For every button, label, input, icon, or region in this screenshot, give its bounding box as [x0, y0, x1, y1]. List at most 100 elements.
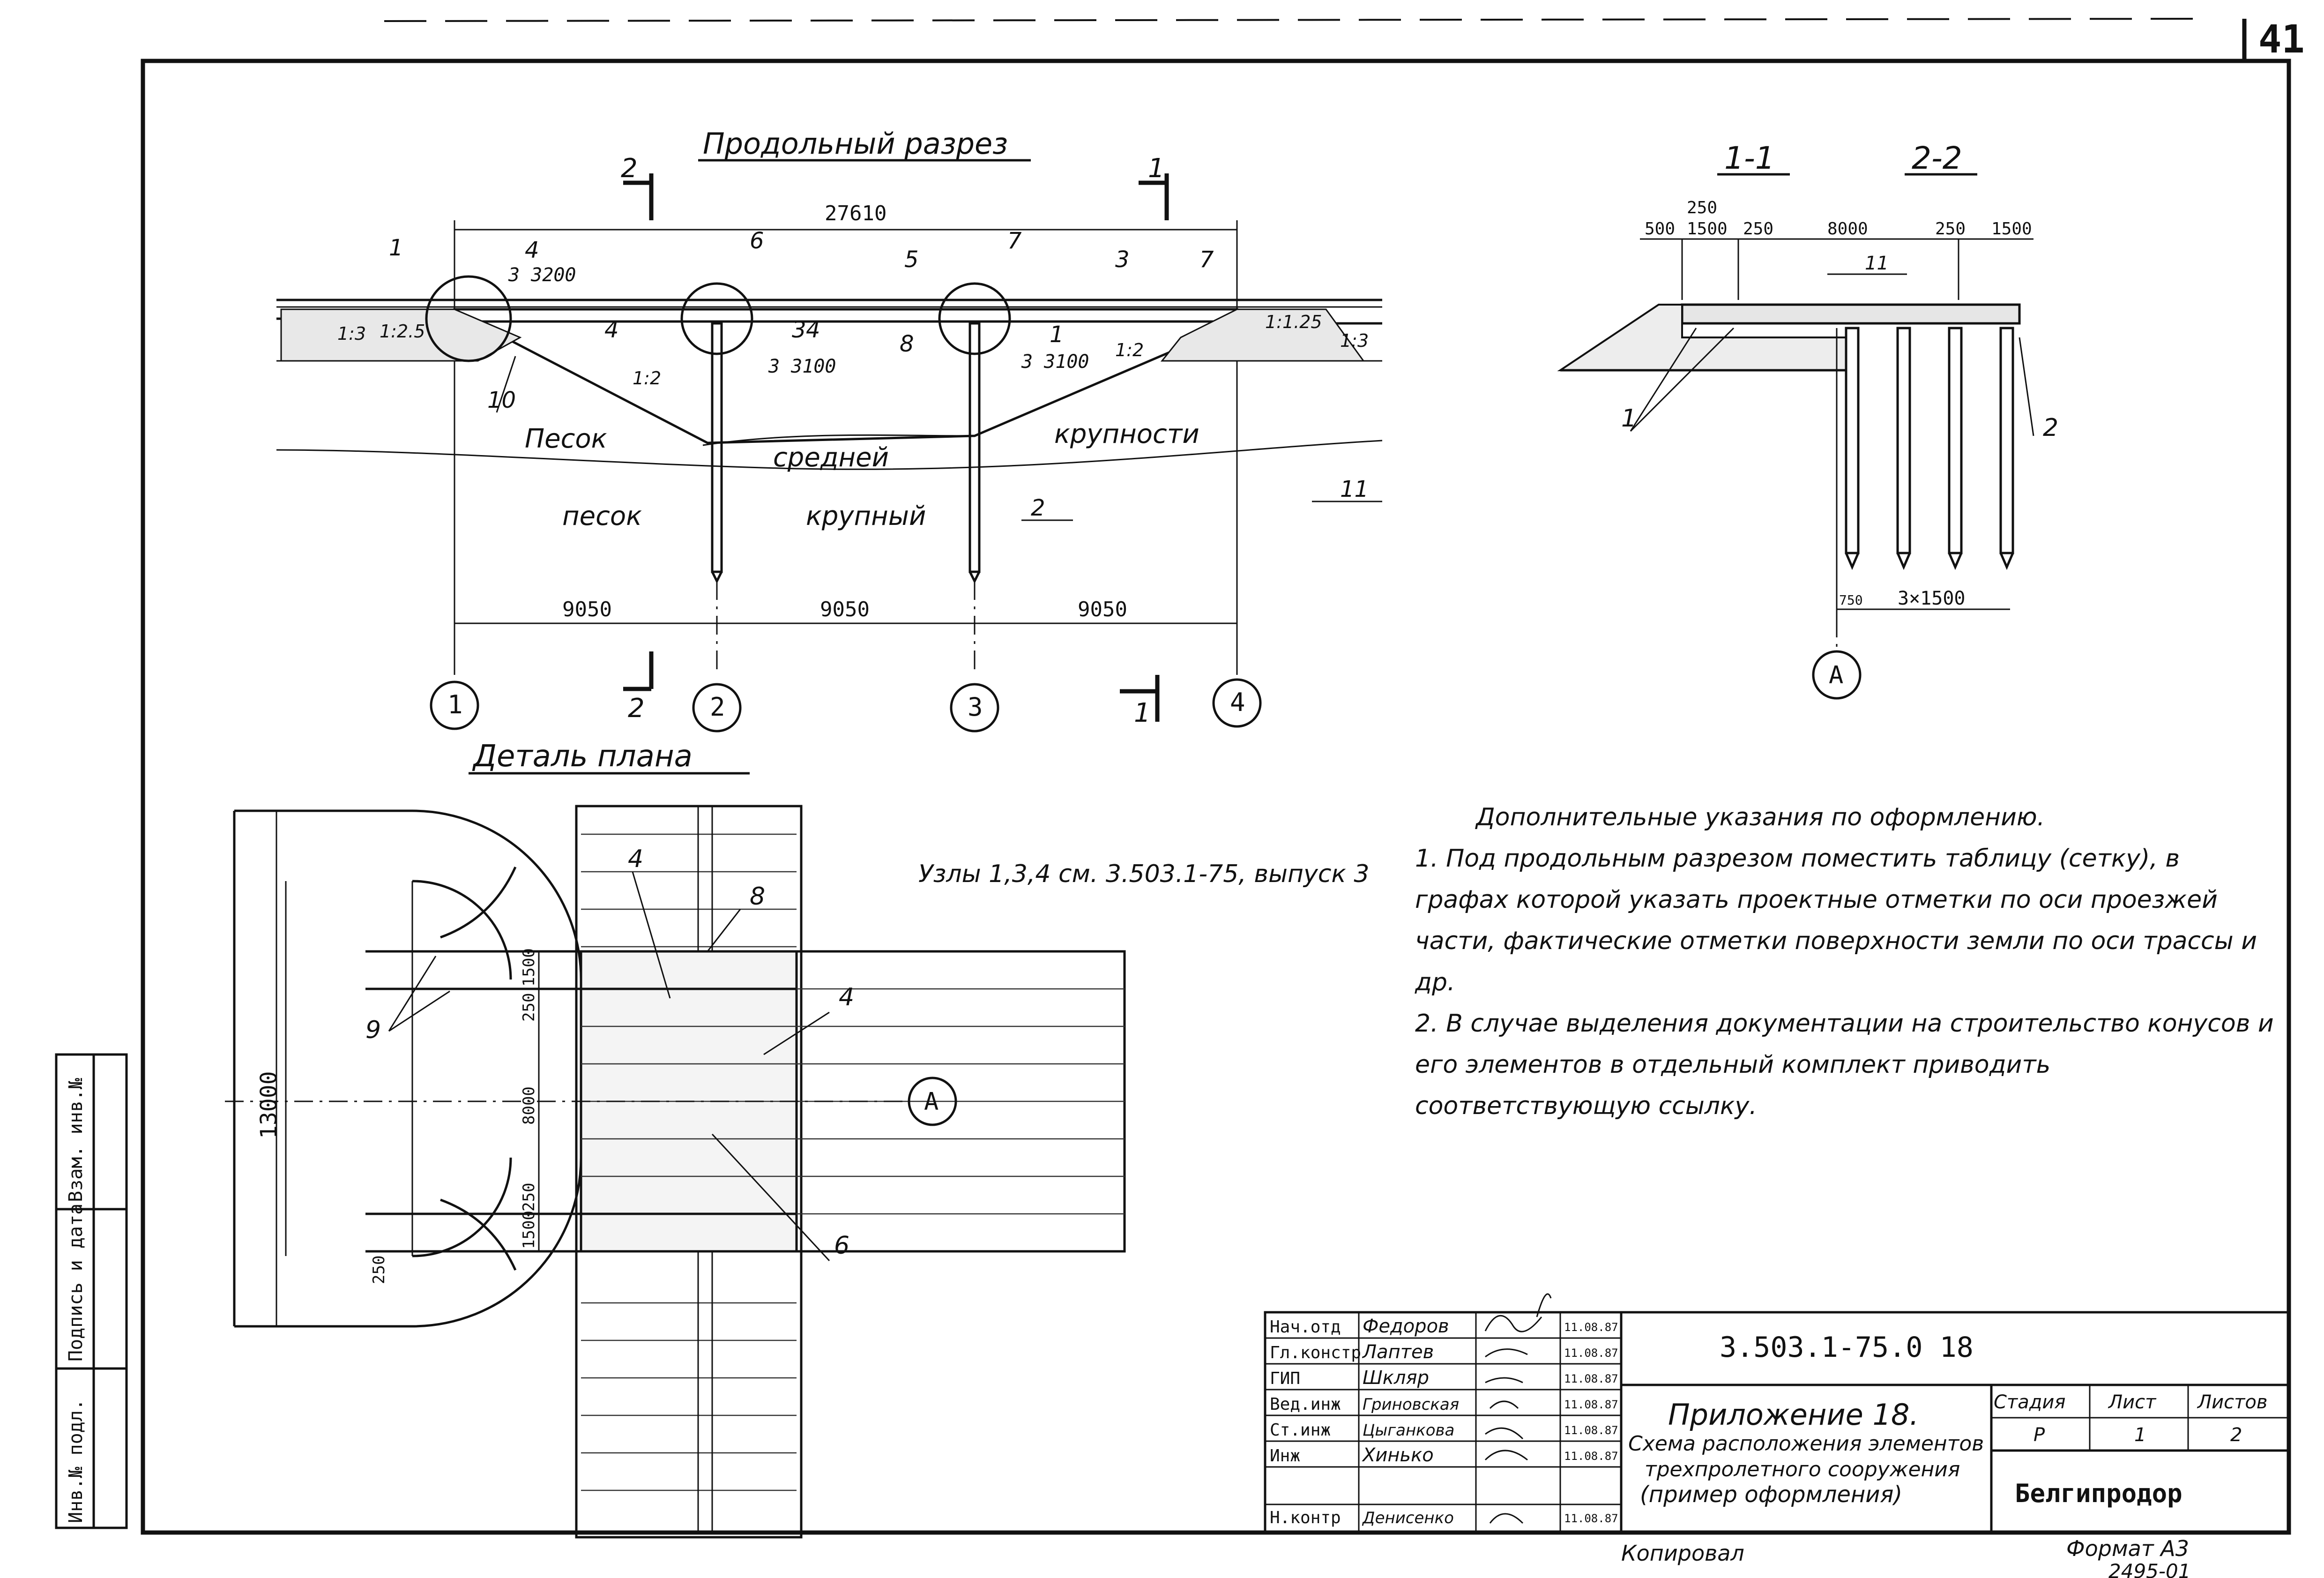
xs-dim-250-top: 250	[1687, 198, 1717, 217]
title-line-0: Приложение 18.	[1668, 1398, 1919, 1432]
plan-dim-8000: 8000	[520, 1086, 538, 1125]
section-1-title: 1-1	[1724, 140, 1775, 176]
plan-dim-250-top: 250	[520, 993, 538, 1022]
xs-piles	[1845, 327, 2014, 570]
callout-4-deck-mid: 4	[806, 317, 820, 343]
axis-bubbles: 1 2 3 4	[430, 678, 1262, 733]
total-span: 27610	[825, 202, 886, 225]
xs-dim-8000: 8000	[1827, 219, 1868, 239]
xs-dim-1500-right: 1500	[1991, 219, 2032, 239]
cut-mark-1-top: 1	[1148, 153, 1165, 184]
slope-1: 1:3	[337, 323, 366, 344]
callout-4-deck-left: 4	[604, 317, 619, 343]
name-5: Хинько	[1362, 1444, 1434, 1466]
callout-4-ref: 4	[525, 237, 539, 263]
title-block: Нач.отд Гл.констр ГИП Вед.инж Ст.инж Инж…	[1264, 1293, 2290, 1534]
sheet-number: 41	[2258, 17, 2305, 62]
axis-2: 2	[710, 692, 725, 722]
stage-header: Стадия	[1994, 1391, 2065, 1413]
plan-dim-1500-top: 1500	[520, 948, 538, 987]
name-0: Федоров	[1363, 1316, 1449, 1337]
node-ref-3100-b: 3 3100	[1021, 351, 1089, 373]
axis-4: 4	[1230, 688, 1245, 717]
plan-callout-6: 6	[834, 1232, 849, 1260]
doc-code: 3.503.1-75.0 18	[1720, 1331, 1974, 1364]
callout-7-mid: 7	[1007, 228, 1022, 254]
axis-1: 1	[447, 690, 463, 719]
title-line-1: Схема расположения элементов	[1628, 1432, 1984, 1456]
node-circle-2	[680, 282, 753, 355]
soil-lower-mid: крупный	[806, 501, 926, 531]
axis-3: 3	[968, 692, 983, 722]
slope-5: 1:1.25	[1265, 312, 1322, 332]
left-strip: Инв.№ подл. Подпись и дата Взам. инв.№	[55, 1053, 128, 1529]
xs-dim-250-a: 250	[1743, 219, 1773, 239]
plan-dim-250-bottom: 250	[520, 1183, 538, 1212]
callout-6: 6	[750, 228, 764, 254]
soil-upper-left: Песок	[525, 424, 607, 454]
name-6: Денисенко	[1362, 1509, 1454, 1527]
callout-8: 8	[900, 331, 914, 357]
span-2: 9050	[820, 598, 870, 621]
span-3: 9050	[1078, 598, 1127, 621]
xs-callout-1: 1	[1621, 404, 1637, 433]
role-2: ГИП	[1270, 1369, 1300, 1388]
plan-detail-title: Деталь плана	[472, 739, 693, 774]
slope-6: 1:3	[1340, 330, 1369, 351]
xs-dim-1500-left: 1500	[1687, 219, 1728, 239]
callout-3-right: 3	[1115, 247, 1130, 273]
cut-mark-2-bottom: 2	[628, 693, 645, 724]
soil-upper-right: крупности	[1054, 419, 1199, 449]
notes-block: Дополнительные указания по оформлению. 1…	[1415, 797, 2277, 1127]
footer-format: Формат А3	[2066, 1536, 2189, 1561]
date-2: 11.08.87	[1564, 1372, 1618, 1385]
callout-5: 5	[904, 247, 919, 273]
stage-value: Р	[2034, 1424, 2045, 1446]
node-circle-3	[938, 282, 1011, 355]
callout-10: 10	[487, 387, 516, 413]
plan-callout-9: 9	[365, 1016, 381, 1044]
plan-detail: Деталь плана	[225, 739, 1126, 1539]
title-line-2: трехпролетного сооружения	[1645, 1458, 1960, 1481]
node-ref-top-3: 1	[1050, 322, 1064, 348]
signature-marks	[1484, 1293, 1552, 1524]
xs-dim-500: 500	[1645, 219, 1675, 239]
cut-mark-2-top: 2	[621, 153, 638, 184]
note-1: 1. Под продольным разрезом поместить таб…	[1415, 845, 2257, 996]
section-2-title: 2-2	[1912, 140, 1962, 176]
plan-callout-4-left: 4	[628, 845, 643, 873]
slope-4: 1:2	[1115, 340, 1144, 360]
notes-heading: Дополнительные указания по оформлению.	[1476, 803, 2045, 831]
callout-7-right: 7	[1199, 247, 1214, 273]
callout-1-left: 1	[389, 235, 403, 261]
date-4: 11.08.87	[1564, 1424, 1618, 1437]
xs-edge-dim: 750	[1839, 592, 1863, 608]
name-3: Гриновская	[1363, 1395, 1459, 1414]
name-1: Лаптев	[1362, 1341, 1434, 1363]
date-6: 11.08.87	[1564, 1512, 1618, 1525]
longitudinal-section: Продольный разрез 2 1 27610	[276, 127, 1383, 733]
xs-axis-a: А	[1829, 661, 1843, 689]
cross-section: 1-1 2-2 500 250 1500 250 8000 250 1500 1…	[1557, 140, 2058, 700]
sheets-header: Листов	[2197, 1391, 2267, 1413]
xs-pile-spacing: 3×1500	[1898, 588, 1966, 609]
xs-dim-250-b: 250	[1935, 219, 1966, 239]
role-3: Вед.инж	[1270, 1395, 1341, 1414]
title-line-3: (пример оформления)	[1640, 1481, 1902, 1508]
date-1: 11.08.87	[1564, 1346, 1618, 1360]
role-0: Нач.отд	[1270, 1317, 1341, 1337]
sheet-frame	[141, 59, 2291, 1535]
soil-lower-left: песок	[562, 501, 642, 531]
sheet-value: 1	[2134, 1424, 2146, 1446]
soil-upper-mid: средней	[773, 442, 889, 473]
sheets-value: 2	[2230, 1424, 2242, 1446]
date-3: 11.08.87	[1564, 1398, 1618, 1411]
plan-callout-8: 8	[750, 882, 765, 911]
role-5: Инж	[1270, 1446, 1300, 1466]
slope-3: 1:2	[633, 368, 661, 389]
plan-callout-4-right: 4	[839, 983, 854, 1011]
long-section-title: Продольный разрез	[703, 127, 1008, 161]
note-2: 2. В случае выделения документации на ст…	[1415, 1010, 2274, 1120]
node-ref-top-2: 3	[792, 317, 806, 343]
